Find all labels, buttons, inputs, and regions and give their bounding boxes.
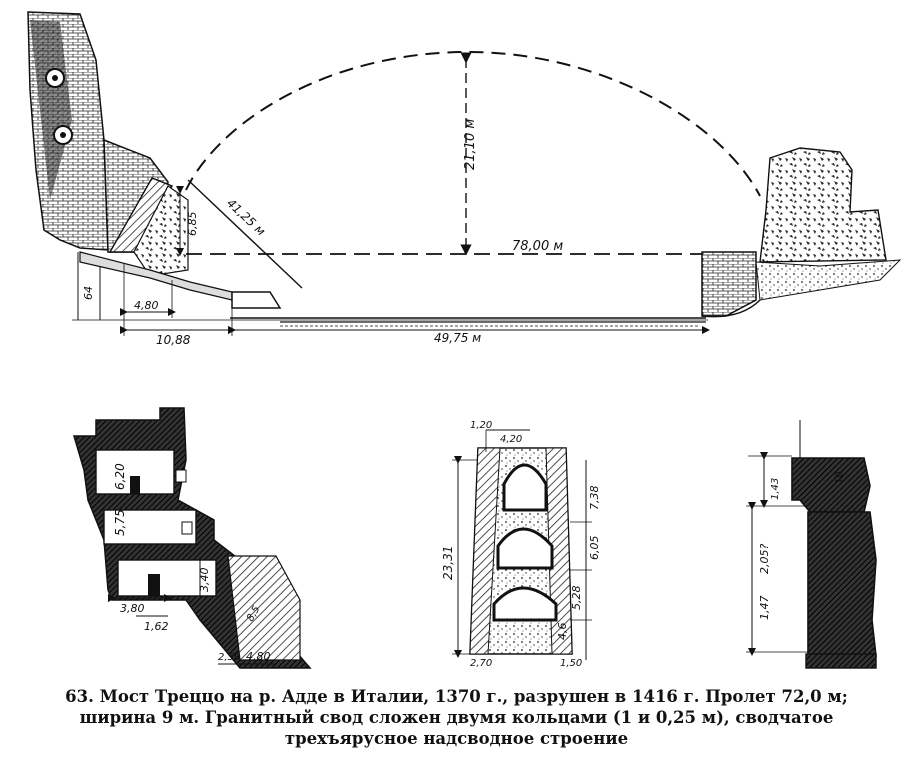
caption-line-2: ширина 9 м. Гранитный свод сложен двумя … [79,708,834,727]
radius-label: 41,25 м [224,196,268,238]
section-right-r3: 2,05? [758,544,771,574]
section-mid-total: 23,31 [441,546,455,580]
section-mid-v3: 5,28 [570,586,583,611]
right-rock [759,147,887,263]
section-mid-b1: 2,70 [470,658,492,669]
section-left-h1: 6,20 [113,463,127,490]
arch-outline [185,50,761,197]
section-right-r4: 1,47 [758,596,771,621]
section-right: 10 1,43 2,05? 1,47 [746,420,877,669]
dim-a-label: 4,80 [134,299,159,312]
section-left-h3: 3,40 [198,568,211,593]
section-left-w1: 3,80 [120,602,145,615]
elevation-view: 78,00 м 21,10 м 41,25 м 6,85 64 4,80 10,… [27,11,902,347]
section-mid-top1: 1,20 [470,420,492,431]
figure-caption: 63. Мост Треццо на р. Адде в Италии, 137… [10,686,903,749]
section-left-h2: 5,75 [113,509,127,536]
right-pier [701,251,757,317]
section-left-w2: 1,62 [144,620,169,633]
rise-label: 21,10 м [463,119,478,170]
caption-line-1: 63. Мост Треццо на р. Адде в Италии, 137… [65,687,848,706]
section-right-r1: 10 [834,471,845,484]
section-right-block [791,457,871,513]
dim-c-label: 49,75 м [434,331,481,345]
section-left-w3: 2,50 [218,652,240,663]
section-left-w4: 4,80 [246,650,271,663]
caption-line-3: трехъярусное надсводное строение [284,729,629,748]
radius-line [187,179,303,289]
pier-height-label: 6,85 [186,212,199,237]
section-mid-v1: 7,38 [588,486,601,511]
section-mid: 1,20 4,20 23,31 7,38 6,05 5,28 4,6 2,70 … [441,420,601,669]
section-mid-v4: 4,6 [556,623,569,641]
span-label: 78,00 м [512,239,563,254]
left-height-label: 64 [82,286,95,300]
section-left: 6,20 5,75 3,40 3,80 1,62 2,50 4,80 8,5 [72,407,312,669]
section-mid-b2: 1,50 [560,658,582,669]
section-mid-v2: 6,05 [588,536,601,561]
left-ramp [108,177,174,253]
section-mid-top2: 4,20 [500,434,522,445]
dim-b-label: 10,88 [156,333,191,347]
section-right-r2: 1,43 [770,478,781,500]
